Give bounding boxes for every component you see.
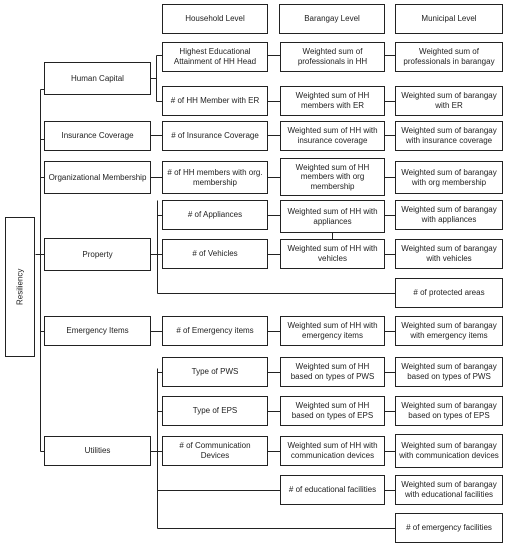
household-er-members: # of HH Member with ER — [162, 86, 268, 116]
municipal-emergency-items: Weighted sum of barangay with emergency … — [395, 316, 503, 346]
barangay-vehicles: Weighted sum of HH with vehicles — [280, 239, 385, 269]
category-label: Insurance Coverage — [61, 131, 134, 141]
category-label: Organizational Membership — [48, 172, 147, 182]
household-pws: Type of PWS — [162, 357, 268, 387]
root-label: Resiliency — [15, 268, 25, 306]
municipal-label: Weighted sum of barangay with communicat… — [399, 441, 499, 460]
barangay-label: Weighted sum of HH with appliances — [287, 206, 378, 226]
household-insurance: # of Insurance Coverage — [162, 121, 268, 151]
municipal-label: # of emergency facilities — [406, 523, 492, 533]
barangay-emergency-items: Weighted sum of HH with emergency items — [280, 316, 385, 346]
category-label: Utilities — [84, 446, 111, 456]
barangay-label: Weighted sum of HH based on types of EPS — [291, 401, 374, 420]
household-label: # of HH Member with ER — [170, 96, 260, 106]
municipal-label: Weighted sum of barangay based on types … — [401, 362, 497, 381]
barangay-appliances: Weighted sum of HH with appliances — [280, 200, 385, 233]
municipal-label: Weighted sum of barangay with appliances — [401, 205, 497, 224]
municipal-label: Weighted sum of barangay with vehicles — [401, 244, 497, 263]
municipal-label: Weighted sum of professionals in baranga… — [403, 47, 495, 66]
household-emergency-items: # of Emergency items — [162, 316, 268, 346]
household-org-membership: # of HH members with org. membership — [162, 161, 268, 194]
household-label: Type of EPS — [192, 406, 238, 416]
category-organizational-membership: Organizational Membership — [44, 161, 151, 194]
household-label: Highest Educational Attainment of HH Hea… — [173, 47, 257, 66]
category-utilities: Utilities — [44, 436, 151, 466]
household-vehicles: # of Vehicles — [162, 239, 268, 269]
header-municipal-label: Municipal Level — [421, 14, 477, 24]
connector-utilities — [151, 368, 395, 529]
barangay-communication-devices: Weighted sum of HH with communication de… — [280, 436, 385, 466]
municipal-vehicles: Weighted sum of barangay with vehicles — [395, 239, 503, 269]
header-household-level: Household Level — [162, 4, 268, 34]
municipal-insurance: Weighted sum of barangay with insurance … — [395, 121, 503, 151]
municipal-org-membership: Weighted sum of barangay with org member… — [395, 161, 503, 194]
municipal-label: Weighted sum of barangay based on types … — [401, 401, 497, 420]
household-education: Highest Educational Attainment of HH Hea… — [162, 42, 268, 72]
household-label: # of Communication Devices — [179, 441, 251, 460]
barangay-label: # of educational facilities — [288, 485, 377, 495]
municipal-communication-devices: Weighted sum of barangay with communicat… — [395, 434, 503, 468]
header-household-label: Household Level — [185, 14, 245, 24]
barangay-label: Weighted sum of HH with communication de… — [287, 441, 378, 460]
category-label: Emergency Items — [66, 326, 129, 336]
municipal-pws: Weighted sum of barangay based on types … — [395, 357, 503, 387]
header-municipal-level: Municipal Level — [395, 4, 503, 34]
barangay-label: Weighted sum of HH members with org memb… — [295, 162, 370, 191]
connector-root-trunk — [35, 89, 41, 452]
household-appliances: # of Appliances — [162, 200, 268, 230]
municipal-protected-areas: # of protected areas — [395, 278, 503, 308]
barangay-org-membership: Weighted sum of HH members with org memb… — [280, 158, 385, 196]
household-label: Type of PWS — [191, 367, 239, 377]
municipal-education: Weighted sum of professionals in baranga… — [395, 42, 503, 72]
municipal-label: Weighted sum of barangay with org member… — [401, 167, 497, 187]
connector-household-to-barangay — [268, 55, 280, 452]
barangay-er-members: Weighted sum of HH members with ER — [280, 86, 385, 116]
municipal-label: Weighted sum of barangay with ER — [401, 91, 497, 110]
category-label: Property — [82, 249, 113, 259]
connector-human-capital — [151, 55, 162, 102]
municipal-educational-facilities: Weighted sum of barangay with educationa… — [395, 475, 503, 505]
category-property: Property — [44, 238, 151, 271]
household-label: # of Appliances — [187, 210, 243, 220]
barangay-insurance: Weighted sum of HH with insurance covera… — [280, 121, 385, 151]
barangay-label: Weighted sum of professionals in HH — [297, 47, 368, 66]
barangay-education: Weighted sum of professionals in HH — [280, 42, 385, 72]
municipal-er-members: Weighted sum of barangay with ER — [395, 86, 503, 116]
connector-root-to-categories — [40, 89, 44, 452]
household-eps: Type of EPS — [162, 396, 268, 426]
barangay-educational-facilities: # of educational facilities — [280, 475, 385, 505]
category-insurance-coverage: Insurance Coverage — [44, 121, 151, 151]
household-label: # of Emergency items — [176, 326, 254, 336]
connector-property — [151, 200, 395, 294]
household-label: # of Insurance Coverage — [171, 131, 259, 141]
barangay-label: Weighted sum of HH with emergency items — [287, 321, 378, 340]
municipal-label: Weighted sum of barangay with insurance … — [401, 126, 497, 145]
category-emergency-items: Emergency Items — [44, 316, 151, 346]
category-label: Human Capital — [71, 73, 124, 83]
root-node-resiliency: Resiliency — [5, 217, 35, 357]
household-communication-devices: # of Communication Devices — [162, 436, 268, 466]
household-label: # of HH members with org. membership — [167, 167, 263, 187]
barangay-label: Weighted sum of HH members with ER — [295, 91, 370, 110]
header-barangay-level: Barangay Level — [279, 4, 385, 34]
municipal-label: # of protected areas — [413, 288, 485, 298]
connector-barangay-to-municipal — [385, 55, 395, 491]
municipal-label: Weighted sum of barangay with educationa… — [401, 480, 497, 499]
header-barangay-label: Barangay Level — [304, 14, 360, 24]
barangay-label: Weighted sum of HH based on types of PWS — [290, 362, 375, 381]
municipal-label: Weighted sum of barangay with emergency … — [401, 321, 497, 340]
barangay-pws: Weighted sum of HH based on types of PWS — [280, 357, 385, 387]
municipal-appliances: Weighted sum of barangay with appliances — [395, 200, 503, 230]
household-label: # of Vehicles — [192, 249, 238, 259]
barangay-label: Weighted sum of HH with vehicles — [287, 244, 378, 263]
category-human-capital: Human Capital — [44, 62, 151, 95]
barangay-eps: Weighted sum of HH based on types of EPS — [280, 396, 385, 426]
municipal-eps: Weighted sum of barangay based on types … — [395, 396, 503, 426]
barangay-label: Weighted sum of HH with insurance covera… — [287, 126, 378, 145]
municipal-emergency-facilities: # of emergency facilities — [395, 513, 503, 543]
